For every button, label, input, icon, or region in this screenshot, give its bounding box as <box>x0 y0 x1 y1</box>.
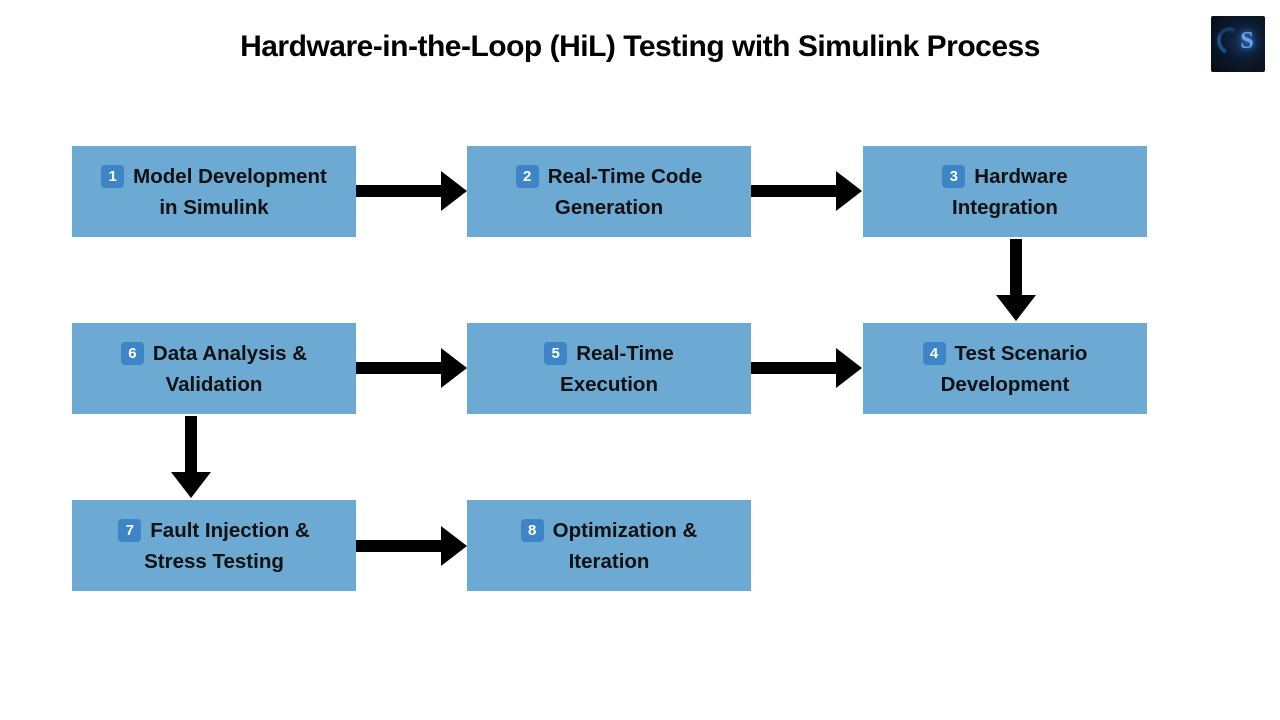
step-label-line2: in Simulink <box>159 195 269 219</box>
step-label-line2: Stress Testing <box>144 549 284 573</box>
step-label-line1: Test Scenario <box>954 341 1088 365</box>
step-label-line2: Validation <box>165 372 263 396</box>
step-label-line1: Real-Time <box>576 341 674 365</box>
step-number-badge: 5 <box>544 341 568 365</box>
flow-step-3: 3 Hardware Integration <box>863 146 1147 237</box>
flow-step-5: 5 Real-Time Execution <box>467 323 751 414</box>
flow-step-6: 6 Data Analysis & Validation <box>72 323 356 414</box>
arrow-right-icon <box>751 346 862 390</box>
step-label-line1: Data Analysis & <box>152 341 308 365</box>
step-line1-row: 6 Data Analysis & <box>120 338 308 369</box>
logo-image: S <box>1211 16 1265 72</box>
arrow-right-icon <box>356 169 467 213</box>
step-number-badge: 8 <box>520 518 544 542</box>
step-label-line2: Development <box>940 372 1070 396</box>
step-label-line1: Hardware <box>974 164 1068 188</box>
flow-step-7: 7 Fault Injection & Stress Testing <box>72 500 356 591</box>
flow-step-2: 2 Real-Time Code Generation <box>467 146 751 237</box>
page-title: Hardware-in-the-Loop (HiL) Testing with … <box>240 30 1040 63</box>
step-line1-row: 1 Model Development <box>101 161 327 192</box>
step-label-line1: Model Development <box>133 164 327 188</box>
step-label-line2: Integration <box>952 195 1058 219</box>
arrow-right-icon <box>751 169 862 213</box>
step-line1-row: 8 Optimization & <box>520 515 698 546</box>
step-number-badge: 1 <box>101 164 125 188</box>
flow-step-8: 8 Optimization & Iteration <box>467 500 751 591</box>
step-label-line2: Generation <box>554 195 664 219</box>
step-line1-row: 4 Test Scenario <box>922 338 1088 369</box>
step-number-badge: 6 <box>120 341 144 365</box>
step-number-badge: 7 <box>118 518 142 542</box>
step-line1-row: 5 Real-Time <box>544 338 674 369</box>
step-number-badge: 4 <box>922 341 946 365</box>
step-number-badge: 2 <box>515 164 539 188</box>
flow-step-4: 4 Test Scenario Development <box>863 323 1147 414</box>
step-label-line1: Fault Injection & <box>150 518 310 542</box>
step-line1-row: 7 Fault Injection & <box>118 515 310 546</box>
step-label-line1: Optimization & <box>552 518 698 542</box>
arrow-down-icon <box>169 416 213 498</box>
arrow-down-icon <box>994 239 1038 321</box>
step-label-line1: Real-Time Code <box>547 164 703 188</box>
step-line1-row: 3 Hardware <box>942 161 1068 192</box>
arrow-right-icon <box>356 524 467 568</box>
logo-letter: S <box>1240 28 1254 54</box>
step-label-line2: Execution <box>560 372 658 396</box>
flow-step-1: 1 Model Development in Simulink <box>72 146 356 237</box>
step-label-line2: Iteration <box>568 549 650 573</box>
step-number-badge: 3 <box>942 164 966 188</box>
arrow-right-icon <box>356 346 467 390</box>
step-line1-row: 2 Real-Time Code <box>515 161 703 192</box>
